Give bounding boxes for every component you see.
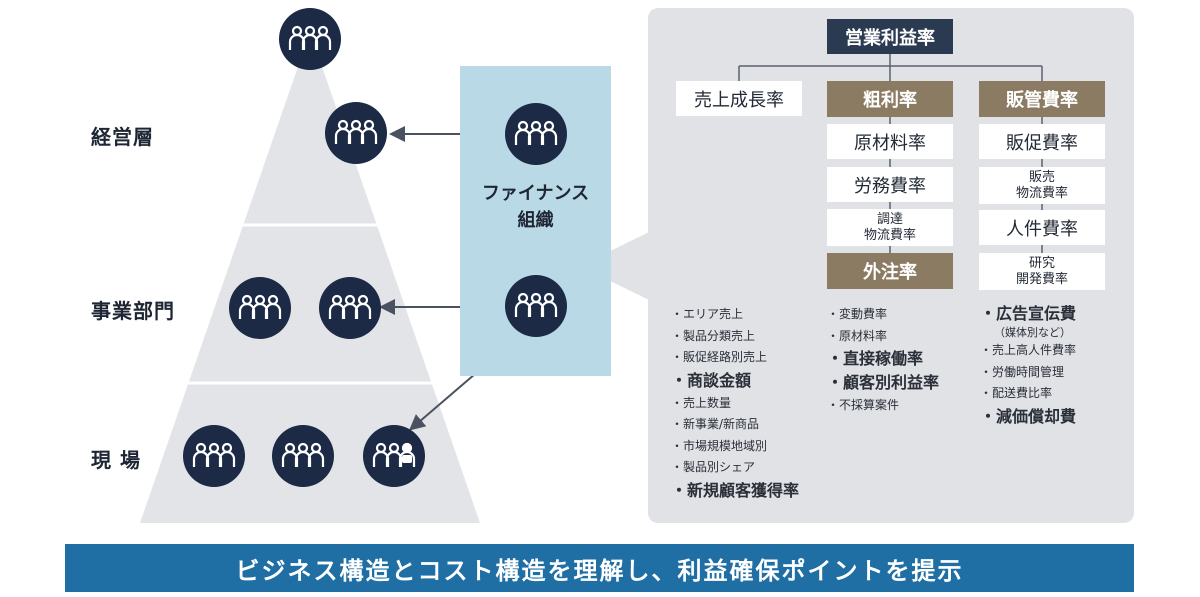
- summary-banner: ビジネス構造とコスト構造を理解し、利益確保ポイントを提示: [65, 544, 1134, 592]
- people-group-icon-top: [279, 8, 341, 70]
- kpi-outsourcing-ratio: 外注率: [827, 253, 953, 289]
- driver-item: 商談金額: [671, 369, 799, 393]
- tier-label-business-unit: 事業部門: [91, 299, 175, 323]
- tier-label-field: 現 場: [91, 448, 141, 472]
- driver-list-sga: 広告宣伝費（媒体別など）売上高人件費率労働時間管理配送費比率減価償却費: [980, 302, 1076, 429]
- kpi-personnel-cost-ratio: 人件費率: [979, 210, 1105, 245]
- driver-item: 労働時間管理: [980, 362, 1076, 384]
- driver-item: 新規顧客獲得率: [671, 479, 799, 503]
- people-group-icon-finance-executive: [505, 103, 567, 165]
- kpi-root-operating-margin: 営業利益率: [827, 19, 953, 54]
- driver-item: 直接稼働率: [827, 347, 939, 371]
- driver-item: 売上数量: [671, 393, 799, 415]
- driver-item: 減価償却費: [980, 405, 1076, 429]
- driver-item: 市場規模地域別: [671, 436, 799, 458]
- driver-list-cost: 変動費率原材料率直接稼働率顧客別利益率不採算案件: [827, 304, 939, 417]
- kpi-sga-ratio: 販管費率: [979, 81, 1105, 117]
- kpi-procurement-logistics-ratio: 調達 物流費率: [827, 209, 953, 246]
- people-group-icon-field-1: [183, 425, 245, 487]
- people-group-icon-business-2: [319, 277, 381, 339]
- people-group-icon-field-2: [272, 425, 334, 487]
- kpi-labor-cost-ratio: 労務費率: [827, 167, 953, 202]
- driver-item: 顧客別利益率: [827, 371, 939, 395]
- driver-item: 新事業/新商品: [671, 414, 799, 436]
- people-group-icon-finance-business: [505, 275, 567, 337]
- driver-item: 変動費率: [827, 304, 939, 326]
- people-group-with-focus-icon: [363, 425, 425, 487]
- driver-item: エリア売上: [671, 304, 799, 326]
- kpi-sales-growth: 売上成長率: [676, 81, 802, 116]
- kpi-promotion-cost-ratio: 販促費率: [979, 124, 1105, 159]
- driver-item: 配送費比率: [980, 383, 1076, 405]
- kpi-sales-logistics-ratio: 販売 物流費率: [979, 167, 1105, 204]
- driver-item: （媒体別など）: [994, 326, 1071, 339]
- driver-item: 広告宣伝費: [980, 302, 1076, 326]
- driver-item: 売上高人件費率: [980, 340, 1076, 362]
- pyramid: [140, 32, 480, 523]
- driver-item: 不採算案件: [827, 395, 939, 417]
- people-group-icon-executive: [325, 102, 387, 164]
- finance-organization-label: ファイナンス 組織: [481, 183, 590, 231]
- kpi-rnd-cost-ratio: 研究 開発費率: [979, 253, 1105, 290]
- driver-item: 製品別シェア: [671, 457, 799, 479]
- kpi-raw-material-ratio: 原材料率: [827, 124, 953, 159]
- driver-item: 原材料率: [827, 326, 939, 348]
- driver-list-sales: エリア売上製品分類売上販促経路別売上商談金額売上数量新事業/新商品市場規模地域別…: [671, 304, 799, 503]
- kpi-gross-margin: 粗利率: [827, 81, 953, 117]
- people-group-icon-business-1: [229, 277, 291, 339]
- tier-label-executive: 経営層: [91, 125, 154, 149]
- driver-item: 販促経路別売上: [671, 347, 799, 369]
- driver-item: 製品分類売上: [671, 326, 799, 348]
- callout-pointer: [580, 232, 649, 300]
